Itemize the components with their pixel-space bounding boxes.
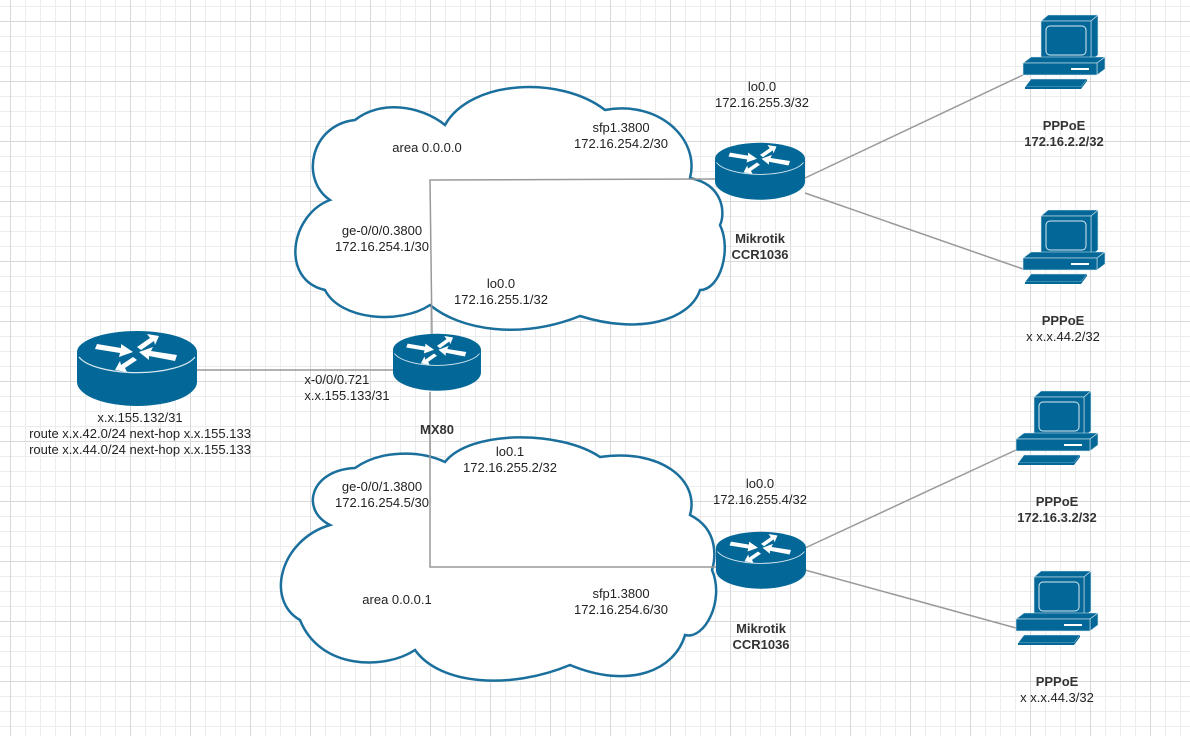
pc-title: PPPoE [1041, 313, 1085, 328]
pppoe-pc2-icon[interactable] [1022, 209, 1106, 285]
interface-name: sfp1.3800 [592, 120, 650, 135]
area-label-text: area 0.0.0.0 [392, 140, 462, 155]
pc-address: 172.16.3.2/32 [1017, 510, 1097, 525]
mikrotik2-sfp-label: sfp1.3800 172.16.254.6/30 [574, 586, 668, 618]
device-model: CCR1036 [731, 247, 789, 262]
interface-name: lo0.1 [495, 444, 525, 459]
interface-name: x-0/0/0.721 [304, 372, 370, 387]
ospf-area-0-cloud [294, 85, 727, 331]
mikrotik2-lo-label: lo0.0 172.16.255.4/32 [713, 476, 807, 508]
area-label-text: area 0.0.0.1 [362, 592, 432, 607]
interface-address: 172.16.254.5/30 [335, 495, 429, 510]
pc-address: x x.x.44.3/32 [1020, 690, 1094, 705]
interface-name: sfp1.3800 [592, 586, 650, 601]
interface-address: 172.16.255.2/32 [463, 460, 557, 475]
interface-name: lo0.0 [486, 276, 516, 291]
interface-address: x.x.155.133/31 [304, 388, 390, 403]
mikrotik2-name-label: Mikrotik CCR1036 [732, 621, 789, 653]
interface-address: 172.16.255.1/32 [454, 292, 548, 307]
pppoe-pc3-label: PPPoE 172.16.3.2/32 [1017, 494, 1097, 526]
link-mikrotik2-pc4 [804, 569, 1017, 629]
device-name: MX80 [420, 422, 454, 437]
pppoe-pc4-icon[interactable] [1015, 570, 1099, 646]
mx80-name-label: MX80 [420, 422, 454, 438]
link-mikrotik1-pc2 [804, 192, 1024, 270]
pc-address: 172.16.2.2/32 [1024, 134, 1104, 149]
pppoe-pc4-label: PPPoE x x.x.44.3/32 [1020, 674, 1094, 706]
isp-route-2: route x.x.44.0/24 next-hop x.x.155.133 [29, 442, 251, 457]
mikrotik1-router-icon[interactable] [714, 142, 806, 201]
mx80-area1-interface-label: ge-0/0/1.3800 172.16.254.5/30 [335, 479, 429, 511]
isp-router-icon[interactable] [76, 330, 198, 407]
link-mx80-mikrotik2 [429, 392, 716, 568]
interface-address: 172.16.254.6/30 [574, 602, 668, 617]
mikrotik2-router-icon[interactable] [715, 531, 807, 590]
pc-title: PPPoE [1042, 118, 1086, 133]
pppoe-pc1-label: PPPoE 172.16.2.2/32 [1024, 118, 1104, 150]
pc-title: PPPoE [1035, 674, 1079, 689]
mx80-lo0-1-label: lo0.1 172.16.255.2/32 [463, 444, 557, 476]
mikrotik1-lo-label: lo0.0 172.16.255.3/32 [715, 79, 809, 111]
link-mikrotik2-pc3 [804, 449, 1017, 549]
interface-name: lo0.0 [745, 476, 775, 491]
interface-name: ge-0/0/0.3800 [341, 223, 423, 238]
interface-address: 172.16.255.3/32 [715, 95, 809, 110]
area-0-label: area 0.0.0.0 [392, 140, 461, 156]
link-mikrotik1-pc1 [804, 74, 1024, 179]
interface-address: 172.16.254.1/30 [335, 239, 429, 254]
isp-address: x.x.155.132/31 [97, 410, 183, 425]
pppoe-pc3-icon[interactable] [1015, 390, 1099, 466]
mx80-lo0-0-label: lo0.0 172.16.255.1/32 [454, 276, 548, 308]
mx80-uplink-label: x-0/0/0.721 x.x.155.133/31 [304, 372, 389, 404]
link-mx80-mikrotik1 [429, 178, 716, 335]
interface-address: 172.16.255.4/32 [713, 492, 807, 507]
pc-title: PPPoE [1035, 494, 1079, 509]
pppoe-pc1-icon[interactable] [1022, 14, 1106, 90]
mx80-area0-interface-label: ge-0/0/0.3800 172.16.254.1/30 [335, 223, 429, 255]
mikrotik1-sfp-label: sfp1.3800 172.16.254.2/30 [574, 120, 668, 152]
device-name: Mikrotik [735, 231, 785, 246]
device-model: CCR1036 [732, 637, 790, 652]
mikrotik1-name-label: Mikrotik CCR1036 [731, 231, 788, 263]
interface-name: ge-0/0/1.3800 [341, 479, 423, 494]
isp-router-label: x.x.155.132/31 route x.x.42.0/24 next-ho… [29, 410, 251, 458]
pc-address: x x.x.44.2/32 [1026, 329, 1100, 344]
ospf-area-1-cloud [279, 436, 718, 682]
pppoe-pc2-label: PPPoE x x.x.44.2/32 [1026, 313, 1100, 345]
device-name: Mikrotik [736, 621, 786, 636]
interface-address: 172.16.254.2/30 [574, 136, 668, 151]
interface-name: lo0.0 [747, 79, 777, 94]
area-1-label: area 0.0.0.1 [362, 592, 431, 608]
mx80-router-icon[interactable] [392, 333, 482, 392]
isp-route-1: route x.x.42.0/24 next-hop x.x.155.133 [29, 426, 251, 441]
